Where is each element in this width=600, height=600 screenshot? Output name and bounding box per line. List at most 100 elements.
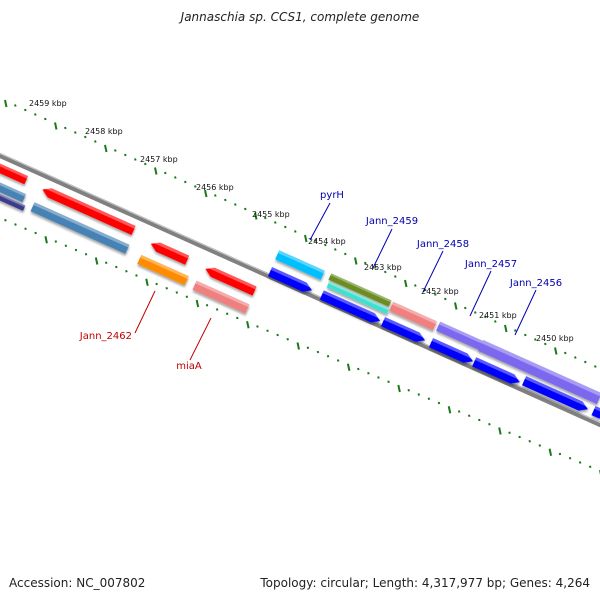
gene-label: miaA: [176, 361, 202, 372]
outer-tick-mark: [504, 324, 508, 333]
gene-arrow-shine: [481, 339, 600, 397]
inner-tick-mark: [84, 252, 88, 256]
inner-tick-mark: [357, 367, 360, 371]
kbp-tick-label: 2455 kbp: [252, 210, 290, 219]
gene-label-leader: [422, 250, 444, 293]
outer-tick-mark: [174, 176, 177, 179]
outer-tick-mark: [104, 144, 108, 153]
inner-tick-mark: [195, 299, 200, 308]
gene-arrow-body: [591, 405, 600, 419]
gene-arrow-shine: [475, 357, 522, 381]
inner-tick-mark: [205, 303, 209, 307]
map-title: Jannaschia sp. CCS1, complete genome: [180, 10, 420, 24]
inner-tick-mark: [336, 359, 340, 362]
inner-tick-mark: [387, 380, 390, 384]
gene-arrow: [522, 376, 590, 411]
inner-tick-mark: [377, 376, 380, 379]
inner-tick-mark: [24, 227, 27, 231]
outer-tick-mark: [364, 261, 367, 265]
outer-tick-mark: [284, 225, 287, 229]
inner-tick-mark: [568, 456, 572, 460]
inner-tick-mark: [397, 384, 401, 393]
outer-tick-mark: [564, 351, 567, 355]
outer-tick-mark: [524, 333, 527, 337]
inner-tick-mark: [346, 363, 351, 371]
inner-tick-mark: [74, 248, 78, 252]
inner-tick-mark: [296, 342, 300, 350]
outer-tick-mark: [334, 248, 337, 251]
gene-arrow-body: [150, 242, 190, 265]
outer-tick-mark: [314, 239, 317, 242]
kbp-tick-label: 2459 kbp: [29, 99, 67, 108]
gene-arrow-shine: [33, 202, 130, 248]
outer-tick-mark: [154, 167, 158, 175]
topology-text: Topology: circular; Length: 4,317,977 bp…: [260, 576, 590, 590]
outer-tick-mark: [554, 347, 558, 355]
accession-text: Accession: NC_007802: [9, 576, 146, 590]
gene-arrow: [150, 239, 190, 265]
inner-tick-mark: [256, 325, 259, 328]
gene-arrow-body: [0, 177, 27, 203]
gene-label: Jann_2457: [464, 259, 517, 270]
gene-arrow: [472, 357, 522, 384]
gene-arrow-shine: [328, 281, 390, 311]
kbp-tick-label: 2458 kbp: [85, 127, 123, 136]
gene-arrow-shine: [43, 184, 136, 229]
inner-tick-mark: [155, 282, 158, 286]
gene-arrow-shine: [0, 189, 26, 208]
gene-arrow-shine: [151, 239, 190, 259]
outer-tick-mark: [134, 158, 137, 161]
gene-label: Jann_2456: [509, 278, 562, 289]
kbp-tick-label: 2454 kbp: [308, 237, 346, 246]
gene-arrow: [328, 273, 392, 307]
outer-tick-mark: [344, 252, 347, 256]
outer-tick-mark: [354, 257, 358, 265]
kbp-tick-label: 2456 kbp: [196, 183, 234, 192]
inner-tick-mark: [4, 218, 7, 222]
outer-tick-mark: [444, 297, 447, 301]
inner-tick-mark: [236, 316, 239, 320]
outer-tick-mark: [464, 306, 467, 310]
outer-tick-ring: [4, 99, 597, 368]
gene-arrow-shine: [270, 267, 315, 289]
gene-arrow-shine: [383, 317, 428, 339]
outer-tick-mark: [244, 207, 247, 211]
gene-arrow: [0, 177, 27, 203]
outer-tick-mark: [214, 194, 217, 197]
inner-tick-mark: [427, 397, 431, 401]
outer-tick-mark: [424, 288, 427, 292]
inner-tick-mark: [578, 461, 582, 464]
outer-tick-mark: [194, 185, 197, 188]
inner-tick-mark: [44, 236, 48, 244]
gene-features: [0, 159, 600, 419]
inner-tick-mark: [326, 354, 330, 358]
gene-arrow: [42, 184, 136, 236]
inner-tick-mark: [488, 422, 491, 426]
inner-tick-mark: [125, 269, 128, 273]
inner-tick-mark: [104, 261, 108, 265]
outer-tick-mark: [224, 198, 227, 202]
outer-tick-mark: [544, 342, 547, 346]
inner-tick-mark: [266, 329, 269, 333]
gene-arrow: [267, 267, 315, 292]
gene-label-leader: [469, 270, 492, 317]
outer-tick-mark: [454, 302, 458, 310]
kbp-tick-label: 2453 kbp: [364, 263, 402, 272]
gene-arrow: [380, 317, 428, 342]
inner-tick-mark: [538, 444, 542, 447]
inner-tick-mark: [558, 452, 562, 456]
gene-arrow-shine: [438, 321, 484, 344]
outer-tick-mark: [404, 279, 408, 288]
outer-tick-mark: [84, 135, 87, 139]
outer-tick-mark: [374, 266, 377, 269]
inner-tick-mark: [417, 393, 421, 396]
outer-tick-mark: [274, 221, 277, 224]
gene-arrow: [591, 405, 600, 419]
gene-arrow-shine: [206, 264, 257, 290]
outer-tick-mark: [414, 284, 417, 287]
outer-tick-mark: [144, 162, 147, 166]
outer-tick-mark: [34, 113, 37, 116]
gene-arrow-shine: [278, 250, 325, 274]
gene-arrow-shine: [0, 177, 27, 197]
